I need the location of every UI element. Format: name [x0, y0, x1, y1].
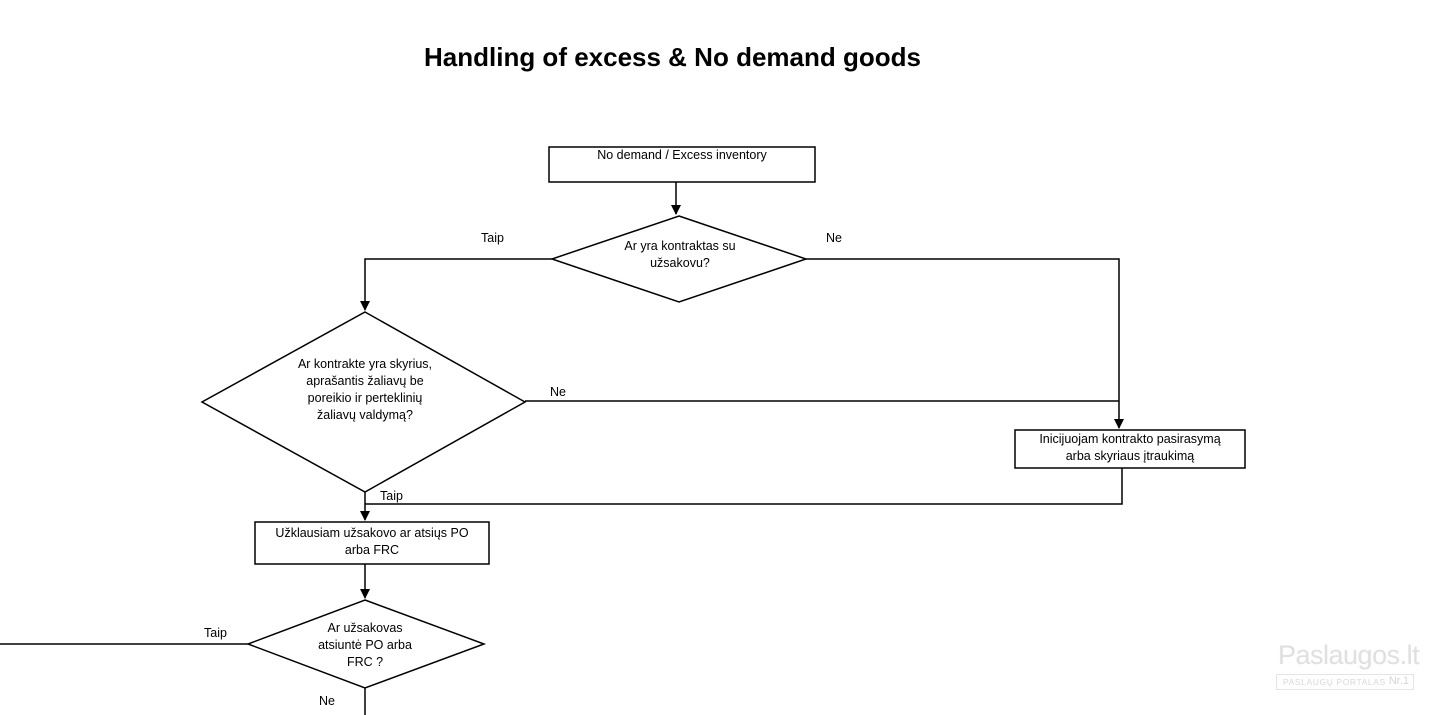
section-question-label: Ar kontrakte yra skyrius, aprašantis žal… [297, 357, 433, 422]
edge-initiate-return [365, 468, 1123, 505]
diagram-title: Handling of excess & No demand goods [424, 42, 921, 72]
edge-contract-yes [360, 258, 552, 311]
edge-contract-no [806, 258, 1124, 429]
contract-no-label: Ne [826, 231, 842, 245]
contract-decision-diamond [549, 215, 809, 303]
po-question-label: Ar užsakovas atsiuntė PO arba FRC ? [318, 620, 412, 669]
ask-customer-label: Užklausiam užsakovo ar atsiųs PO arba FR… [275, 526, 469, 557]
section-yes-label: Taip [380, 489, 403, 503]
contract-yes-label: Taip [481, 231, 504, 245]
initiate-contract-box [1014, 429, 1246, 469]
po-yes-label: Taip [204, 626, 227, 640]
watermark-logo: Paslaugos.lt PASLAUGŲ PORTALAS Nr.1 [1276, 640, 1420, 692]
start-node-box [548, 146, 816, 183]
start-node-label: No demand / Excess inventory [597, 147, 767, 162]
section-no-label: Ne [550, 385, 566, 399]
watermark-rank: Nr.1 [1388, 675, 1409, 687]
po-no-label: Ne [319, 694, 335, 708]
initiate-contract-label: Inicijuojam kontrakto pasirasymą arba sk… [1039, 432, 1221, 463]
ask-customer-box [254, 521, 490, 565]
contract-question-label: Ar yra kontraktas su užsakovu? [624, 239, 736, 270]
watermark-brand: Paslaugos.lt [1278, 640, 1420, 670]
watermark-bar: PASLAUGŲ PORTALAS Nr.1 [1276, 674, 1414, 690]
watermark-subtitle: PASLAUGŲ PORTALAS [1283, 677, 1386, 687]
